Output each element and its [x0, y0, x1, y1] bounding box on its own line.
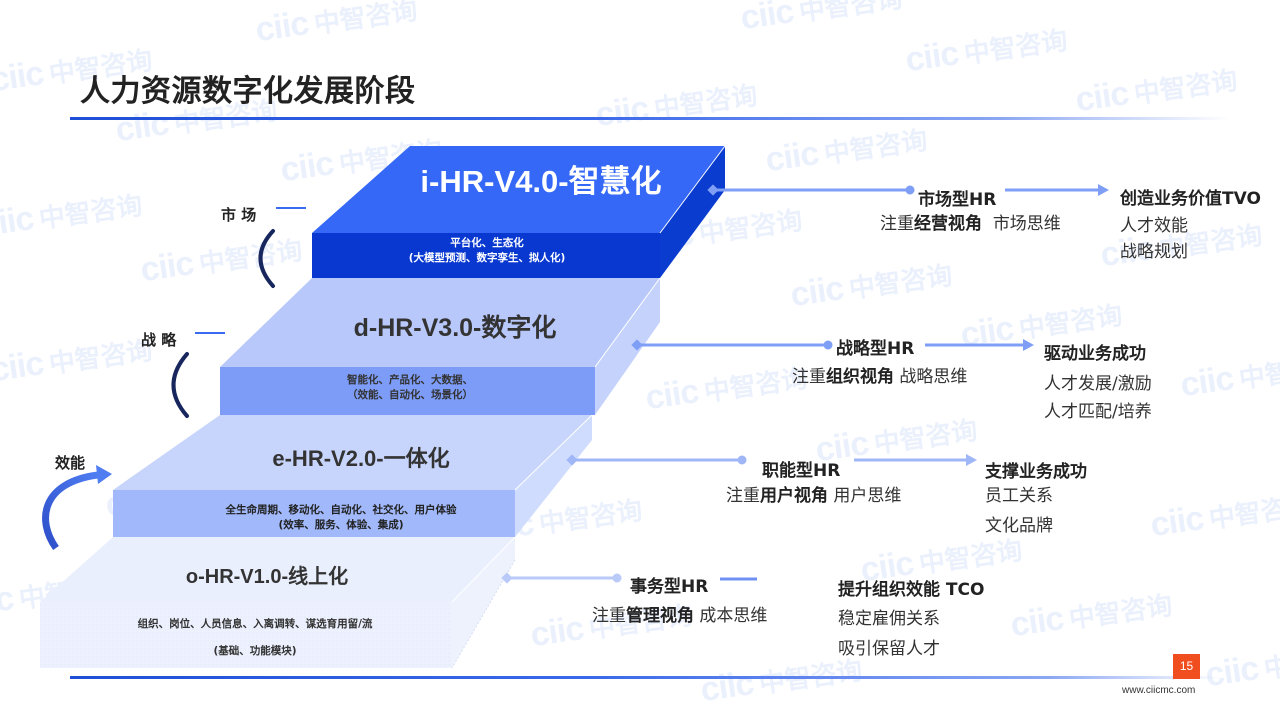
- layer-desc-line: (效率、服务、体验、集成): [278, 519, 404, 531]
- header-divider: [70, 117, 1230, 120]
- layer-desc-e-hr: 全生命周期、移动化、自动化、社交化、用户体验 (效率、服务、体验、集成): [226, 503, 457, 533]
- side-label-efficiency: 效能: [55, 454, 86, 472]
- slide-title: 人力资源数字化发展阶段: [80, 74, 416, 109]
- focus-view: 用户视角: [760, 486, 828, 506]
- layer-desc-line: 组织、岗位、人员信息、入离调转、谋选育用留/流: [137, 618, 373, 630]
- outcome-title-strategy: 驱动业务成功: [1044, 344, 1146, 364]
- layer-title-d-hr: d-HR-V3.0-数字化: [353, 314, 557, 342]
- outcome-item: 稳定雇佣关系: [838, 609, 940, 629]
- layer-title-o-hr: o-HR-V1.0-线上化: [185, 566, 349, 588]
- outcome-item: 吸引保留人才: [838, 639, 940, 659]
- layer-o-hr-shape: [40, 536, 516, 669]
- focus-view: 组织视角: [826, 367, 894, 387]
- connector-strategy: [631, 339, 1034, 351]
- layer-desc-d-hr: 智能化、产品化、大数据、 （效能、自动化、场景化）: [347, 373, 473, 403]
- side-label-strategy: 战 略: [141, 331, 177, 349]
- connector-transaction: [501, 572, 757, 584]
- layer-desc-line: 智能化、产品化、大数据、: [347, 374, 473, 386]
- outcome-title-transaction: 提升组织效能 TCO: [838, 580, 985, 600]
- layer-e-hr-shape: [113, 414, 593, 537]
- layer-desc-o-hr: 组织、岗位、人员信息、入离调转、谋选育用留/流 (基础、功能模块): [138, 611, 373, 665]
- focus-view: 管理视角: [626, 606, 694, 626]
- layer-desc-i-hr: 平台化、生态化 (大模型预测、数字孪生、拟人化): [409, 236, 566, 266]
- focus-prefix: 注重: [592, 606, 626, 626]
- outcome-item: 战略规划: [1120, 242, 1188, 262]
- role-strategy-hr: 战略型HR: [836, 339, 915, 359]
- outcome-title-market: 创造业务价值TVO: [1120, 189, 1261, 209]
- focus-prefix: 注重: [880, 214, 914, 234]
- focus-mindset: 市场思维: [992, 214, 1061, 234]
- role-focus-function: 注重用户视角 用户思维: [726, 481, 901, 506]
- role-focus-strategy: 注重组织视角 战略思维: [792, 362, 967, 387]
- page-number-badge: 15: [1173, 654, 1200, 679]
- outcome-item: 文化品牌: [985, 516, 1053, 536]
- outcome-item: 人才发展/激励: [1044, 374, 1152, 394]
- layer-i-hr-shape: [312, 145, 726, 278]
- role-market-hr: 市场型HR: [918, 190, 997, 210]
- outcome-item: 员工关系: [985, 486, 1053, 506]
- outcome-item: 人才效能: [1120, 216, 1188, 236]
- role-transaction-hr: 事务型HR: [630, 577, 709, 597]
- layer-desc-line: (大模型预测、数字孪生、拟人化): [408, 252, 566, 264]
- layer-d-hr-shape: [220, 277, 661, 415]
- role-function-hr: 职能型HR: [762, 461, 841, 481]
- connector-function: [566, 454, 977, 466]
- focus-mindset: 成本思维: [699, 606, 768, 626]
- focus-view: 经营视角: [914, 214, 982, 234]
- side-label-market: 市 场: [221, 206, 257, 224]
- layer-title-i-hr: i-HR-V4.0-智慧化: [420, 164, 662, 199]
- layer-desc-line: （效能、自动化、场景化）: [347, 389, 473, 401]
- bracket-icon: [171, 352, 189, 418]
- connector-market: [707, 184, 1109, 196]
- bracket-icon: [258, 229, 275, 288]
- focus-prefix: 注重: [792, 367, 826, 387]
- focus-mindset: 用户思维: [833, 486, 902, 506]
- layer-desc-line: (基础、功能模块): [213, 645, 297, 657]
- footer-divider: [70, 676, 1220, 679]
- role-focus-transaction: 注重管理视角 成本思维: [592, 601, 767, 626]
- focus-mindset: 战略思维: [899, 367, 968, 387]
- outcome-item: 人才匹配/培养: [1044, 402, 1152, 422]
- role-focus-market: 注重经营视角 市场思维: [880, 209, 1061, 234]
- layer-desc-line: 全生命周期、移动化、自动化、社交化、用户体验: [225, 504, 457, 516]
- focus-prefix: 注重: [726, 486, 760, 506]
- layer-title-e-hr: e-HR-V2.0-一体化: [272, 446, 450, 471]
- layer-desc-line: 平台化、生态化: [450, 237, 524, 249]
- curved-arrow-icon: [42, 465, 112, 551]
- website-text: www.ciicmc.com: [1122, 685, 1196, 696]
- outcome-title-function: 支撑业务成功: [985, 462, 1087, 482]
